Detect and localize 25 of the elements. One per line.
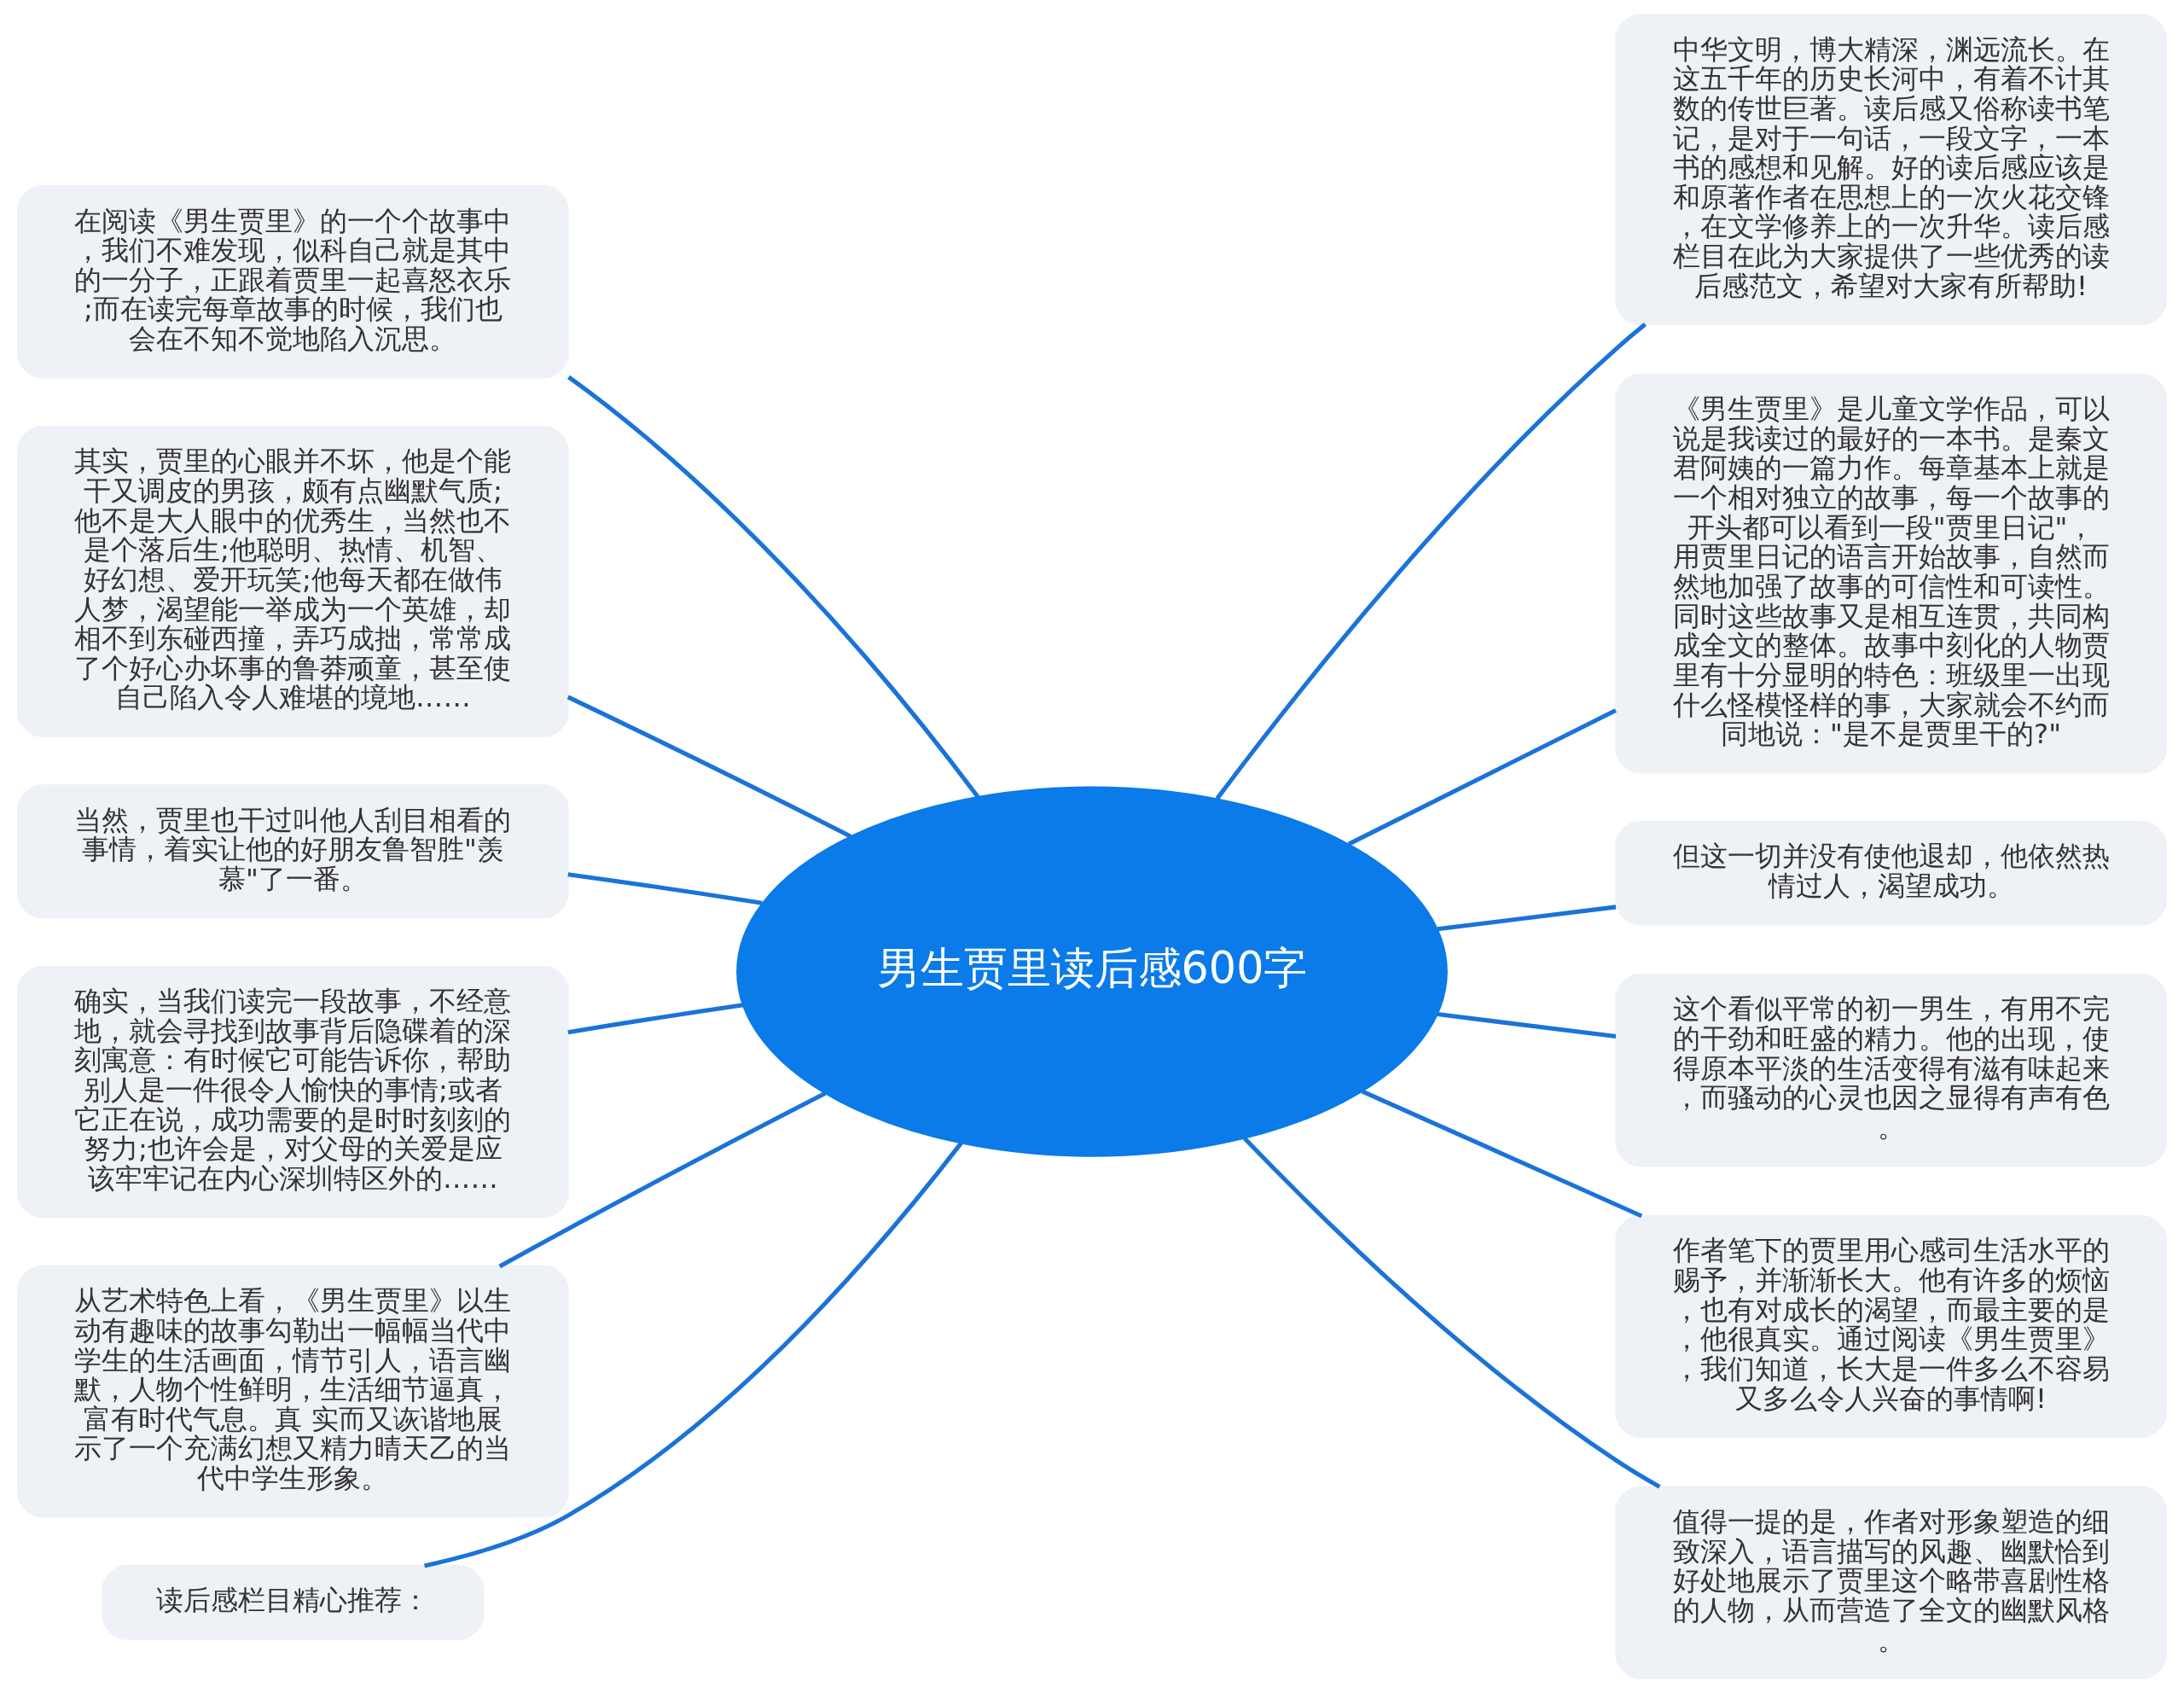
node-box: 值得一提的是，作者对形象塑造的细致深入，语言描写的风趣、幽默恰到好处地展示了贾里这个略带喜剧性格的人物，从而营造了全文的幽默风格。 (1615, 1486, 2167, 1679)
node-ellipse: 男生贾里读后感600字 (736, 786, 1448, 1157)
node-box: 其实，贾里的心眼并不坏，他是个能干又调皮的男孩，颇有点幽默气质;他不是大人眼中的优秀生，当然也不是个落后生;他聪明、热情、机智、好幻想、爱开玩笑;他每天都在做伟人梦，渴望能一举成为一个英雄，却相不到东碰西撞，弄巧成拙，常常成了个好心办坏事的鲁莽顽童，甚至使自己陷入令人难堪的境地…… (17, 425, 569, 737)
node-box: 确实，当我们读完一段故事，不经意地，就会寻找到故事背后隐碟着的深刻寓意：有时候它可能告诉你，帮助别人是一件很令人愉快的事情;或者它正在说，成功需要的是时时刻刻的努力;也许会是，对父母的关爱是应该牢牢记在内心深圳特区外的…… (17, 965, 569, 1219)
connector (1347, 708, 1617, 846)
connector (1437, 1012, 1617, 1038)
node-box: 但这一切并没有使他退却，他依然热情过人，渴望成功。 (1615, 820, 2167, 926)
node-box: 这个看似平常的初一男生，有用不完的干劲和旺盛的精力。他的出现，使得原本平淡的生活变得有滋有味起来，而骚动的心灵也因之显得有声有色。 (1615, 973, 2167, 1167)
connector (1242, 1137, 1661, 1489)
node-box: 从艺术特色上看，《男生贾里》以生动有趣味的故事勾勒出一幅幅当代中学生的生活画面，情节引人，语言幽默，人物个性鲜明，生活细节逼真，富有时代气息。真 实而又诙谐地展示了一个充满幻想又精力晴天乙的当代中学生形象。 (17, 1265, 569, 1518)
connector (567, 872, 763, 905)
connector (567, 1003, 744, 1035)
connector (567, 375, 980, 799)
connector (566, 695, 852, 839)
connector (1361, 1089, 1643, 1219)
connector (1437, 905, 1617, 932)
node-box: 在阅读《男生贾里》的一个个故事中，我们不难发现，似科自己就是其中的一分子，正跟着贾里一起喜怒衣乐;而在读完每章故事的时候，我们也会在不知不觉地陷入沉思。 (17, 185, 569, 379)
connector (1215, 323, 1647, 800)
node-box: 当然，贾里也干过叫他人刮目相看的事情，着实让他的好朋友鲁智胜"羡慕"了一番。 (17, 784, 569, 919)
node-box: 作者笔下的贾里用心感司生活水平的赐予，并渐渐长大。他有许多的烦恼，也有对成长的渴望，而最主要的是，他很真实。通过阅读《男生贾里》，我们知道，长大是一件多么不容易又多么令人兴奋的事情啊! (1615, 1214, 2167, 1438)
node-box: 读后感栏目精心推荐： (102, 1564, 485, 1640)
connector (424, 1142, 963, 1568)
connector (498, 1091, 827, 1269)
node-box: 中华文明，博大精深，渊远流长。在这五千年的历史长河中，有着不计其数的传世巨著。读后感又俗称读书笔记，是对于一句话，一段文字，一本书的感想和见解。好的读后感应该是和原著作者在思想上的一次火花交锋，在文学修养上的一次升华。读后感栏目在此为大家提供了一些优秀的读后感范文，希望对大家有所帮助! (1615, 14, 2167, 326)
node-box: 《男生贾里》是儿童文学作品，可以说是我读过的最好的一本书。是秦文君阿姨的一篇力作。每章基本上就是一个相对独立的故事，每一个故事的开头都可以看到一段"贾里日记"，用贾里日记的语言开始故事，自然而然地加强了故事的可信性和可读性。同时这些故事又是相互连贯，共同构成全文的整体。故事中刻化的人物贾里有十分显明的特色：班级里一出现什么怪模怪样的事，大家就会不约而同地说："是不是贾里干的?" (1615, 373, 2167, 774)
